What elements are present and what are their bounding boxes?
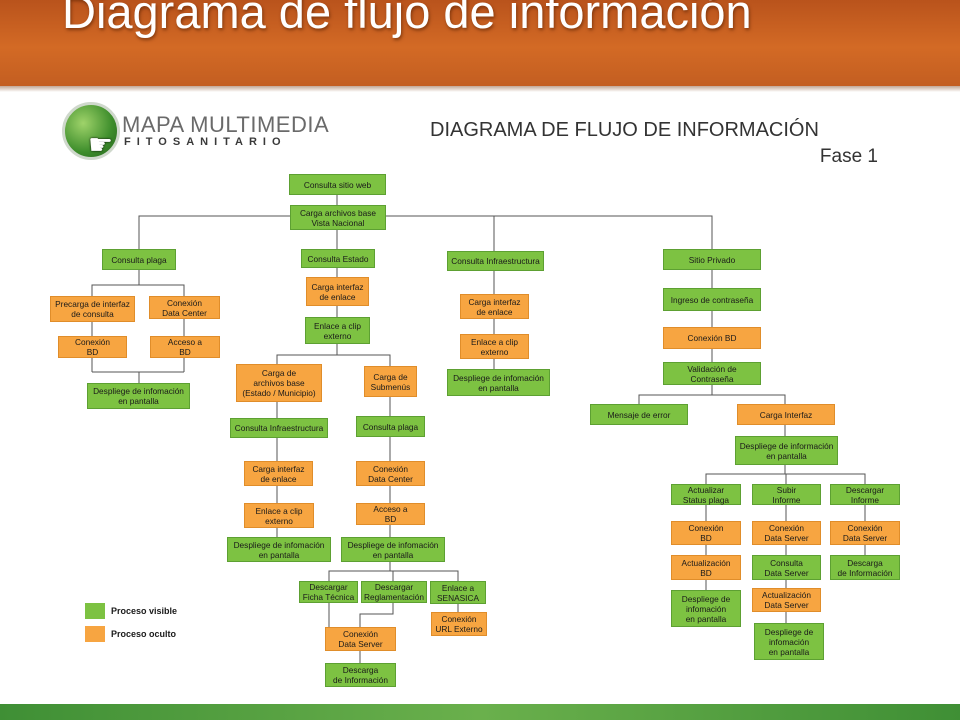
legend-label-visible: Proceso visible	[111, 606, 178, 616]
logo: ☛ MAPA MULTIMEDIA FITOSANITARIO	[62, 102, 329, 166]
logo-subtitle: FITOSANITARIO	[124, 136, 287, 148]
legend-label-hidden: Proceso oculto	[111, 629, 177, 639]
node-consulta-sitio-web: Consulta sitio web	[289, 174, 386, 195]
node-sitio-privado: Sitio Privado	[663, 249, 761, 270]
logo-emblem	[62, 102, 120, 160]
node-mensaje-error: Mensaje de error	[590, 404, 688, 425]
node-consulta-estado: Consulta Estado	[301, 249, 375, 268]
legend-swatch-visible	[85, 603, 105, 619]
node-consulta-infraestructura-2: Consulta Infraestructura	[230, 418, 328, 438]
node-consulta-plaga-2: Consulta plaga	[356, 416, 425, 437]
diagram-title: DIAGRAMA DE FLUJO DE INFORMACIÓN	[430, 119, 819, 141]
node-consulta-plaga: Consulta plaga	[102, 249, 176, 270]
hand-cursor-icon: ☛	[88, 129, 114, 160]
footer-bar	[0, 704, 960, 720]
node-consulta-infraestructura: Consulta Infraestructura	[447, 251, 544, 271]
node-carga-interfaz-privado: Carga Interfaz	[737, 404, 835, 425]
title-banner	[0, 0, 960, 86]
logo-title: MAPA MULTIMEDIA	[122, 112, 330, 137]
node-conexion-bd-privado: Conexión BD	[663, 327, 761, 349]
node-validacion-contrasena: Validación de Contraseña	[663, 362, 761, 385]
node-ingreso-contrasena: Ingreso de contraseña	[663, 288, 761, 311]
diagram-phase: Fase 1	[819, 146, 878, 167]
slide-title: Diagrama de flujo de información	[62, 0, 752, 38]
legend-swatch-hidden	[85, 626, 105, 642]
banner-shadow	[0, 86, 960, 92]
